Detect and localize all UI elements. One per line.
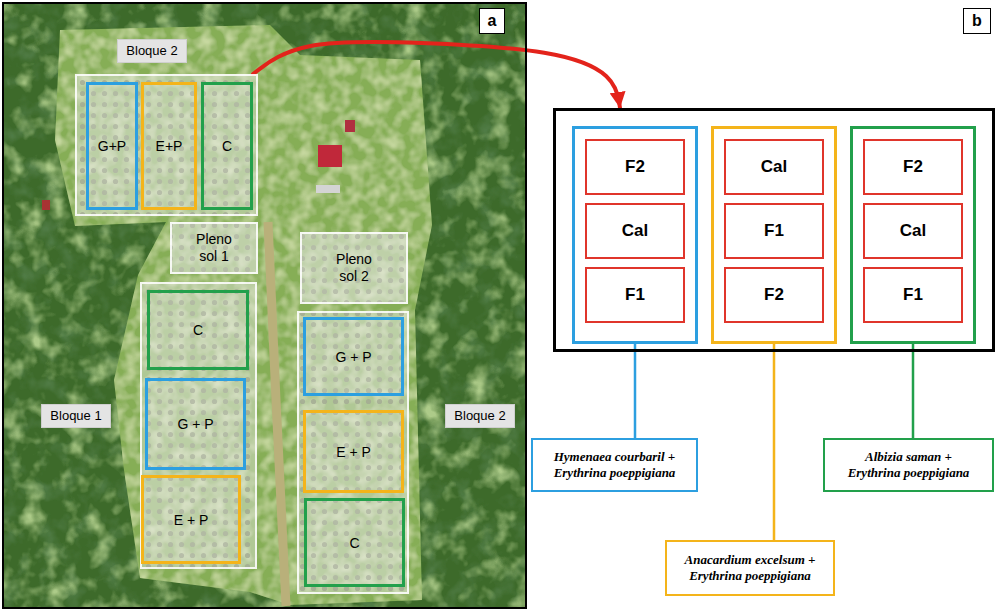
subplot-box: F2 <box>724 267 824 323</box>
subplot-label: F1 <box>764 221 784 241</box>
subplot-label: F2 <box>764 285 784 305</box>
panel-letter: a <box>479 8 506 34</box>
subplot-label: Cal <box>622 221 648 241</box>
planted-trees <box>140 282 257 569</box>
block-outline: Bloque 1CG + PE + P <box>140 282 257 569</box>
plot-label: G + P <box>335 349 371 365</box>
photo-ground <box>2 2 527 609</box>
subplot-label: F2 <box>625 157 645 177</box>
subplot-label: Cal <box>900 221 926 241</box>
plot-box: E + P <box>141 475 241 564</box>
arrow-connector <box>253 42 620 108</box>
plot-box: G + P <box>145 378 246 470</box>
full-sun-plot: Pleno sol 2 <box>300 232 408 304</box>
plot-label: E + P <box>174 512 209 528</box>
plot-label: C <box>193 322 203 338</box>
subplot-box: Cal <box>863 203 963 259</box>
species-label-box: Albizia saman + Erythrina poeppigiana <box>823 438 994 492</box>
subplot-box: F1 <box>863 267 963 323</box>
photo-panel: aBloque 2 G+P E+P C Pleno sol 1 Pleno sol 2 Bl… <box>2 2 527 609</box>
leader-line <box>912 344 915 438</box>
subplot-label: F1 <box>903 285 923 305</box>
plot-label: C <box>222 138 232 154</box>
plot-label: Pleno sol 2 <box>326 251 382 285</box>
treatment-strip: F2CalF1 <box>850 126 976 344</box>
subplot-label: F2 <box>903 157 923 177</box>
house-roof <box>318 145 342 167</box>
subplot-box: F1 <box>724 203 824 259</box>
block-label: Bloque 2 <box>117 39 186 63</box>
plot-label: G+P <box>98 138 126 154</box>
plot-box: G+P <box>86 82 138 210</box>
subplot-box: F2 <box>585 139 685 195</box>
dirt-path <box>268 222 286 606</box>
plot-box: C <box>304 498 405 587</box>
plot-label: E + P <box>336 444 371 460</box>
planted-trees <box>300 232 408 304</box>
planted-trees <box>75 74 258 216</box>
panel-letter: b <box>963 8 991 34</box>
subplot-box: F1 <box>585 267 685 323</box>
plot-label: C <box>349 535 359 551</box>
shed-roof <box>42 200 50 210</box>
species-label-box: Hymenaea courbaril + Erythrina poeppigia… <box>531 438 698 492</box>
treatment-strip: F2CalF1 <box>572 126 698 344</box>
shed-roof <box>345 120 355 132</box>
forest-canopy <box>2 2 527 609</box>
plot-box: G + P <box>303 317 404 396</box>
forest-highlight <box>2 2 527 609</box>
plot-box: E + P <box>303 410 404 493</box>
subplot-box: F2 <box>863 139 963 195</box>
shed-roof <box>316 185 340 193</box>
plot-box: C <box>147 290 249 370</box>
plot-box: C <box>201 82 253 210</box>
subplot-label: Cal <box>761 157 787 177</box>
species-label-box: Anacardium excelsum + Erythrina poeppigi… <box>665 540 835 596</box>
species-label: Hymenaea courbaril + Erythrina poeppigia… <box>544 449 686 482</box>
subplot-box: Cal <box>585 203 685 259</box>
leader-line <box>634 344 637 438</box>
planted-trees <box>297 311 409 594</box>
treatment-strip: CalF1F2 <box>711 126 837 344</box>
planted-trees <box>170 222 258 274</box>
species-label: Albizia saman + Erythrina poeppigiana <box>838 449 980 482</box>
block-label: Bloque 2 <box>445 404 514 428</box>
plot-label: G + P <box>177 416 213 432</box>
plot-label: E+P <box>156 138 183 154</box>
plot-box: E+P <box>141 82 197 210</box>
grass-clearing <box>55 25 432 605</box>
schema-panel: bF2CalF1CalF1F2F2CalF1 <box>553 108 995 352</box>
forest-shadow <box>2 2 527 609</box>
species-label: Anacardium excelsum + Erythrina poeppigi… <box>679 552 821 585</box>
block-outline: Bloque 2G+PE+PC <box>75 74 258 216</box>
block-outline: Bloque 2G + PE + PC <box>297 311 409 594</box>
subplot-label: F1 <box>625 285 645 305</box>
leader-line <box>773 344 776 540</box>
full-sun-plot: Pleno sol 1 <box>170 222 258 274</box>
plot-label: Pleno sol 1 <box>186 231 242 265</box>
subplot-box: Cal <box>724 139 824 195</box>
block-label: Bloque 1 <box>41 404 110 428</box>
